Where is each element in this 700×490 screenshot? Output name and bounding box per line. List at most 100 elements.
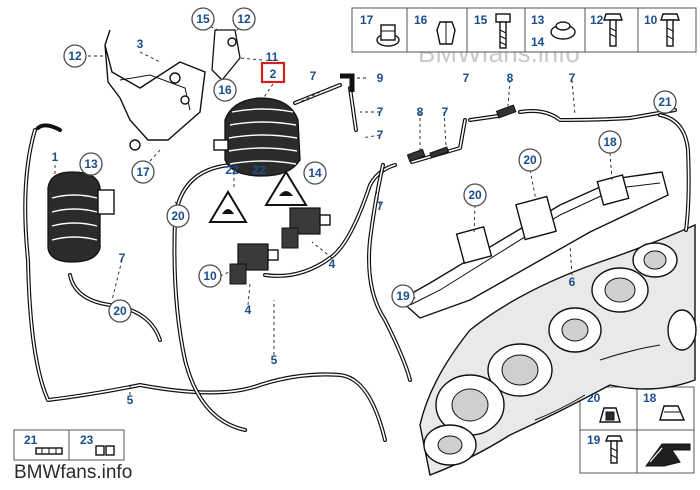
svg-text:3: 3	[137, 37, 144, 51]
rail-bracket	[596, 174, 630, 206]
svg-text:15: 15	[196, 12, 210, 26]
svg-text:1: 1	[52, 150, 59, 164]
callout-1: 1	[52, 150, 59, 164]
hw-label-15: 15	[474, 13, 488, 27]
grommet-icon	[550, 21, 576, 40]
vacuum-reservoir-left	[47, 171, 115, 263]
svg-text:14: 14	[308, 166, 322, 180]
callout-7g: 7	[463, 71, 470, 85]
callout-20d: 20	[463, 183, 487, 207]
hw-label-14: 14	[531, 35, 545, 49]
callout-6: 6	[569, 275, 576, 289]
callout-18: 18	[598, 130, 622, 154]
solenoid-valve	[229, 243, 279, 285]
svg-text:5: 5	[127, 393, 134, 407]
callout-7f: 7	[442, 105, 449, 119]
callout-17: 17	[131, 160, 155, 184]
callout-21: 21	[653, 90, 677, 114]
callout-7e: 7	[377, 199, 384, 213]
svg-text:7: 7	[463, 71, 470, 85]
hw-label-12: 12	[590, 13, 604, 27]
svg-text:5: 5	[271, 353, 278, 367]
svg-text:12: 12	[237, 12, 251, 26]
callout-20a: 20	[166, 204, 190, 228]
hex-bolt-icon	[603, 13, 623, 47]
hardware-legend-top: 17 16 15 13 14 12 10	[351, 7, 697, 53]
direction-arrow-icon	[645, 443, 691, 467]
hw-label-10: 10	[644, 13, 658, 27]
callout-22a: 22	[225, 163, 239, 177]
callout-10: 10	[198, 264, 222, 288]
callout-19: 19	[391, 284, 415, 308]
vacuum-line-rail	[398, 171, 669, 319]
clip-pair-icon	[95, 445, 115, 456]
svg-text:22: 22	[225, 163, 239, 177]
hardware-legend-top-frame	[351, 7, 697, 53]
rail-bracket	[515, 195, 557, 241]
callout-16: 16	[213, 78, 237, 102]
svg-text:8: 8	[417, 105, 424, 119]
callout-12b: 12	[63, 44, 87, 68]
svg-text:7: 7	[377, 128, 384, 142]
small-bracket	[211, 29, 241, 81]
svg-text:19: 19	[396, 289, 410, 303]
svg-text:22: 22	[252, 163, 266, 177]
hw-label-13: 13	[531, 13, 545, 27]
manifold-port	[667, 309, 697, 351]
screw-icon	[660, 13, 680, 47]
svg-text:6: 6	[569, 275, 576, 289]
hw-label-23: 23	[80, 433, 94, 447]
svg-text:7: 7	[119, 251, 126, 265]
callout-8a: 8	[417, 105, 424, 119]
svg-text:12: 12	[68, 49, 82, 63]
retaining-clip-icon	[659, 405, 686, 421]
svg-text:16: 16	[218, 83, 232, 97]
svg-text:7: 7	[377, 199, 384, 213]
clamp-strip-icon	[35, 447, 63, 455]
callout-11: 11	[266, 50, 279, 64]
svg-text:4: 4	[329, 257, 336, 271]
hw-label-16: 16	[414, 13, 428, 27]
callout-14: 14	[303, 161, 327, 185]
hw-label-18: 18	[643, 391, 657, 405]
callout-7b: 7	[310, 69, 317, 83]
warning-triangle-icon	[264, 170, 308, 206]
svg-text:7: 7	[569, 71, 576, 85]
callout-5a: 5	[127, 393, 134, 407]
svg-text:20: 20	[171, 209, 185, 223]
screw-small-icon	[604, 435, 624, 464]
callout-7a: 7	[119, 251, 126, 265]
engine-manifold-turbo	[419, 223, 697, 476]
callout-13: 13	[79, 152, 103, 176]
elbow-connector	[340, 73, 355, 92]
fastener-screws	[406, 104, 517, 163]
warning-triangle-icon	[208, 190, 248, 223]
callout-2-highlighted: 2	[260, 61, 286, 84]
callout-20c: 20	[518, 148, 542, 172]
callout-3: 3	[137, 37, 144, 51]
svg-text:7: 7	[310, 69, 317, 83]
callout-7h: 7	[569, 71, 576, 85]
svg-text:9: 9	[377, 71, 384, 85]
callout-22b: 22	[252, 163, 266, 177]
svg-text:2: 2	[270, 67, 277, 81]
callout-20b: 20	[108, 299, 132, 323]
callout-5b: 5	[271, 353, 278, 367]
callout-9: 9	[377, 71, 384, 85]
vacuum-reservoir	[213, 97, 301, 177]
mounting-bracket	[104, 29, 206, 151]
callout-4b: 4	[329, 257, 336, 271]
svg-text:8: 8	[507, 71, 514, 85]
spring-clip-icon	[599, 407, 621, 423]
hardware-legend-bottom-left: 21 23	[13, 429, 125, 461]
svg-text:7: 7	[442, 105, 449, 119]
svg-text:20: 20	[113, 304, 127, 318]
svg-text:20: 20	[523, 153, 537, 167]
hardware-legend-bottom-right: 20 18 19	[579, 386, 695, 474]
clip-nut-icon	[376, 24, 400, 47]
nut-icon	[436, 21, 456, 45]
svg-text:20: 20	[468, 188, 482, 202]
svg-text:18: 18	[603, 135, 617, 149]
callout-7d: 7	[377, 128, 384, 142]
